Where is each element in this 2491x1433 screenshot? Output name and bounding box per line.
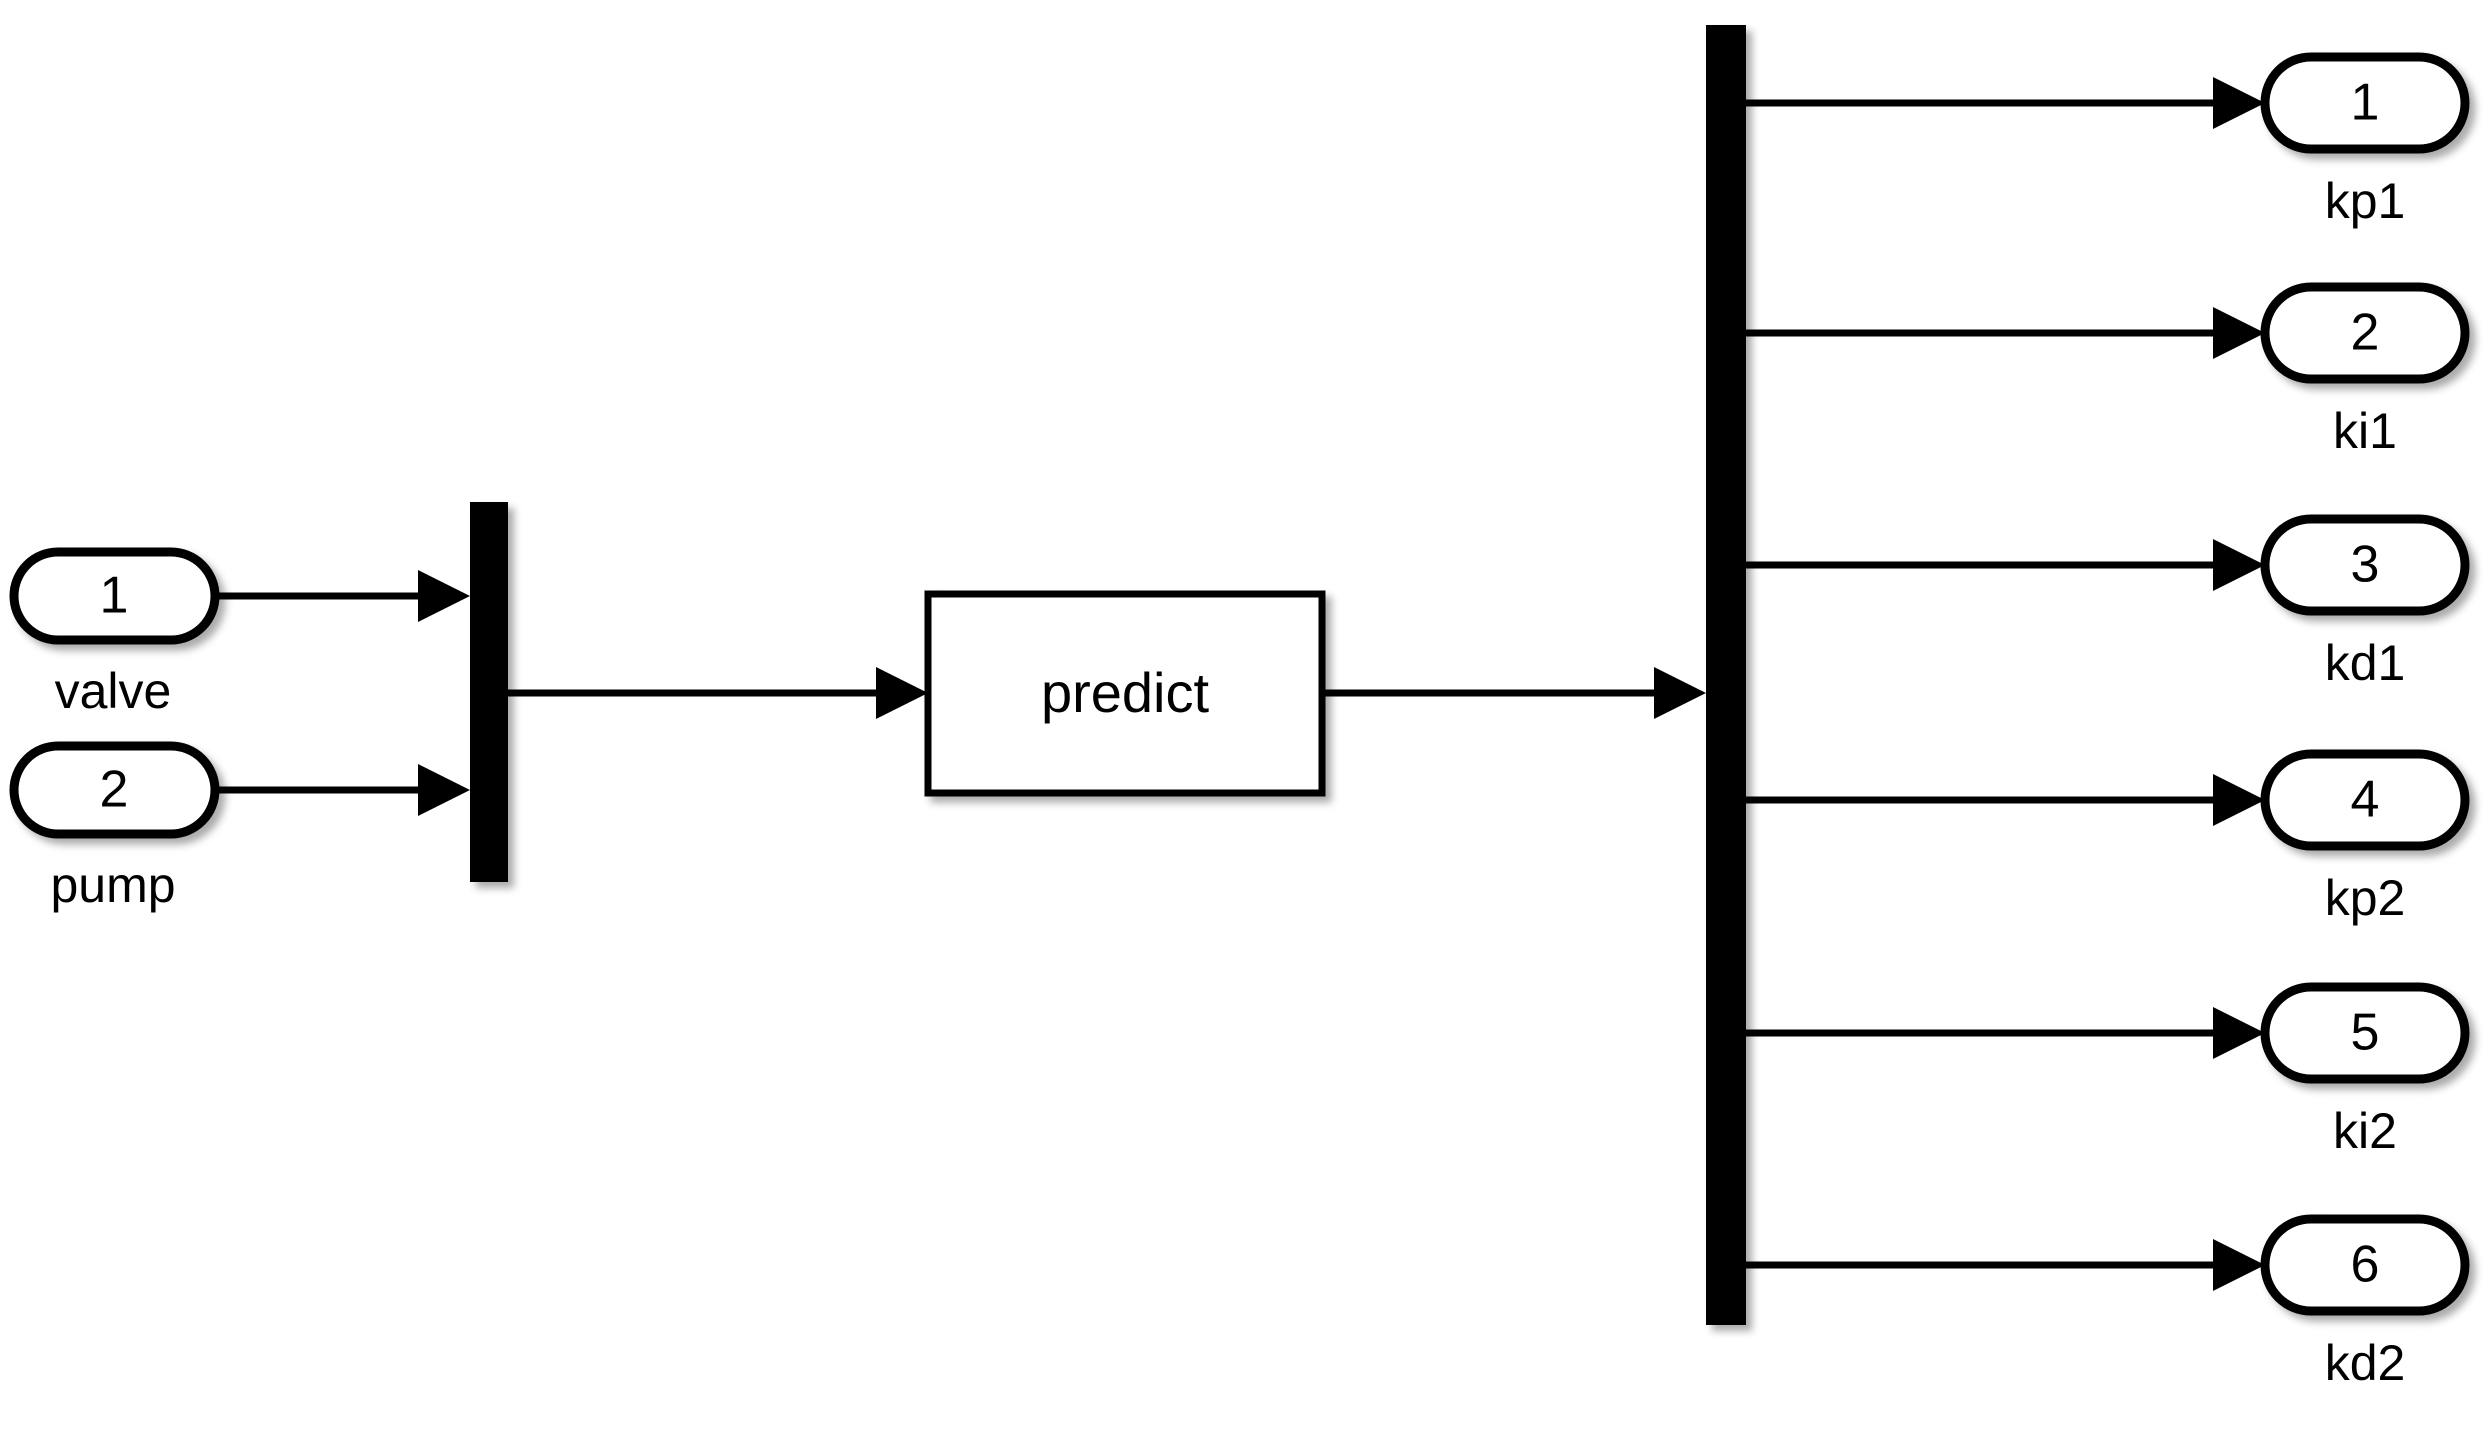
predict-block-label: predict (1041, 661, 1210, 724)
predict-block[interactable]: predict (924, 590, 1326, 797)
arrowhead-demux-to-ki1-icon (2213, 307, 2265, 359)
input-port-2-label: pump (50, 857, 175, 913)
output-port-6-label: kd2 (2325, 1335, 2406, 1391)
output-port-3-number: 3 (2351, 536, 2380, 594)
input-port-1[interactable]: 1 (9, 547, 220, 645)
arrowhead-demux-to-kp1-icon (2213, 77, 2265, 129)
output-port-1-label: kp1 (2325, 173, 2406, 229)
input-port-1-label: valve (55, 663, 172, 719)
arrowhead-valve-to-mux-icon (418, 570, 470, 622)
output-port-1-oval[interactable] (2260, 52, 2470, 154)
output-port-3-oval[interactable] (2260, 514, 2470, 616)
output-port-3-label: kd1 (2325, 635, 2406, 691)
output-port-6[interactable]: 6 (2260, 1214, 2470, 1316)
output-port-2-oval[interactable] (2260, 282, 2470, 384)
demux-bar[interactable] (1706, 25, 1746, 1325)
output-port-1-number: 1 (2351, 74, 2380, 132)
arrowhead-mux-to-predict-icon (876, 667, 928, 719)
output-port-3[interactable]: 3 (2260, 514, 2470, 616)
output-port-5[interactable]: 5 (2260, 982, 2470, 1084)
arrowhead-demux-to-ki2-icon (2213, 1007, 2265, 1059)
input-port-2[interactable]: 2 (9, 741, 220, 839)
output-port-6-oval[interactable] (2260, 1214, 2470, 1316)
output-port-1[interactable]: 1 (2260, 52, 2470, 154)
output-port-2[interactable]: 2 (2260, 282, 2470, 384)
output-port-6-number: 6 (2351, 1236, 2380, 1294)
output-port-4-label: kp2 (2325, 870, 2406, 926)
arrowhead-demux-to-kp2-icon (2213, 774, 2265, 826)
output-port-5-number: 5 (2351, 1004, 2380, 1062)
input-port-2-number: 2 (100, 761, 129, 819)
output-port-2-number: 2 (2351, 304, 2380, 362)
output-port-5-oval[interactable] (2260, 982, 2470, 1084)
arrowhead-demux-to-kd2-icon (2213, 1239, 2265, 1291)
input-port-1-number: 1 (100, 567, 129, 625)
output-port-5-label: ki2 (2333, 1103, 2397, 1159)
arrowhead-predict-to-demux-icon (1654, 667, 1706, 719)
arrowhead-demux-to-kd1-icon (2213, 539, 2265, 591)
output-port-2-label: ki1 (2333, 403, 2397, 459)
mux-bar[interactable] (470, 502, 508, 882)
output-port-4[interactable]: 4 (2260, 749, 2470, 851)
arrowhead-pump-to-mux-icon (418, 764, 470, 816)
output-port-4-oval[interactable] (2260, 749, 2470, 851)
output-port-4-number: 4 (2351, 771, 2380, 829)
